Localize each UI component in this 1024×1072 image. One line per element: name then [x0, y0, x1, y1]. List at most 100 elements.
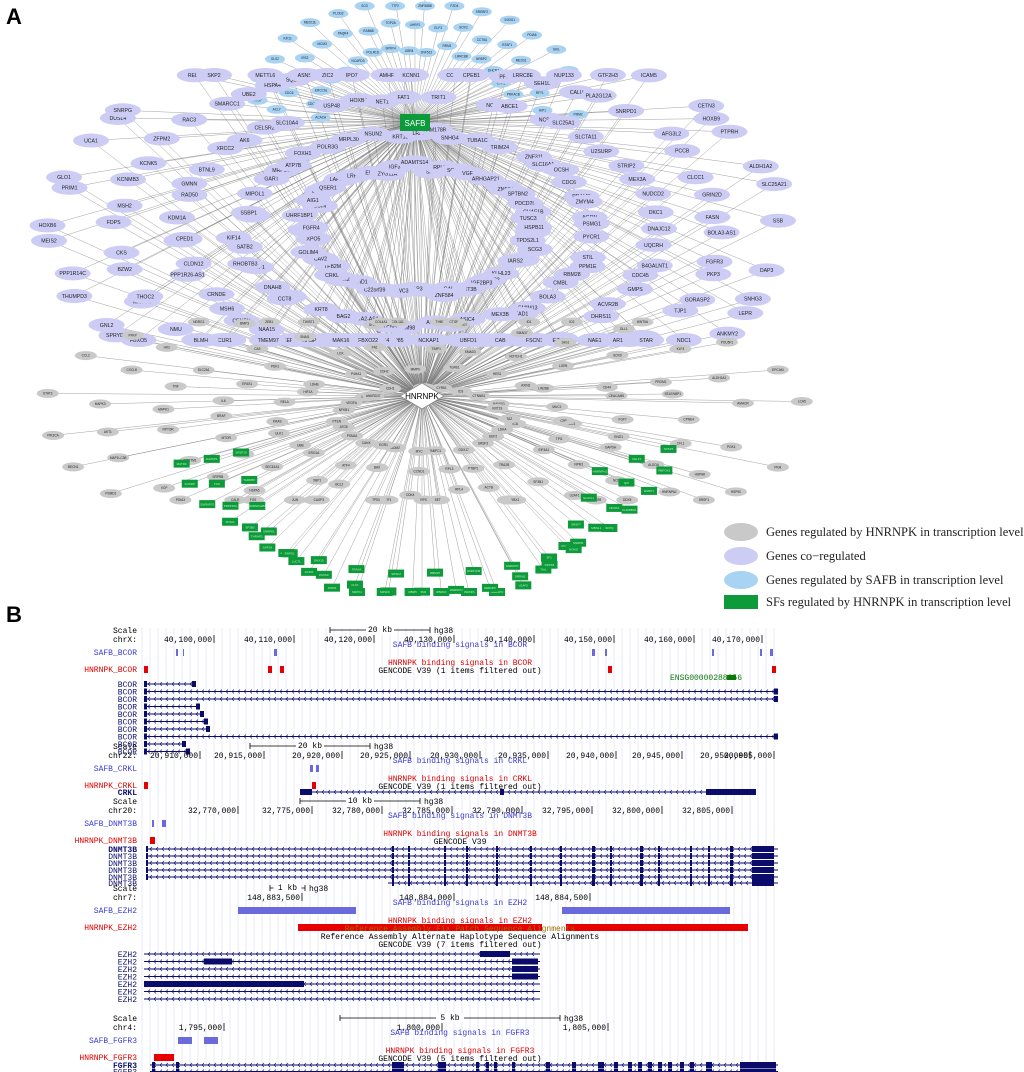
co-regulated-node[interactable]: ZFPM2	[143, 131, 180, 146]
sf-target-node[interactable]: SRSF10	[233, 448, 250, 457]
co-regulated-node[interactable]: STAR	[628, 333, 665, 347]
sf-target-node[interactable]: HNRNPF	[481, 583, 498, 592]
safb-target-node[interactable]: SPRY4	[380, 44, 401, 54]
gene-model-label[interactable]: DNMT3B	[108, 880, 137, 889]
hnrnpk-target-node[interactable]: SF3B1	[527, 477, 550, 487]
sf-target-node[interactable]: ACIN1	[301, 567, 318, 576]
hnrnpk-target-node[interactable]: RPL3	[438, 464, 461, 474]
co-regulated-node[interactable]: KCNMB3	[109, 172, 146, 187]
hnrnpk-target-node[interactable]: LDHA	[491, 425, 514, 435]
co-regulated-node[interactable]: ATP7B	[275, 158, 312, 173]
safb-track-label[interactable]: SAFB_BCOR	[94, 649, 137, 658]
safb-track-label[interactable]: SAFB_EZH2	[94, 907, 137, 916]
co-regulated-node[interactable]: SSBP1	[230, 205, 267, 220]
hnrnpk-target-node[interactable]: TP53	[364, 495, 387, 505]
co-regulated-node[interactable]: KRT8	[303, 302, 340, 317]
safb-track-label[interactable]: SAFB_FGFR3	[89, 1037, 137, 1046]
co-regulated-node[interactable]: HOXB9	[693, 111, 730, 126]
hnrnpk-target-node[interactable]: CD44	[595, 382, 618, 392]
co-regulated-node[interactable]: CDC45	[622, 268, 659, 283]
hnrnpk-target-node[interactable]: SELENBP1	[661, 389, 684, 399]
sf-target-node[interactable]: HNRNPH1	[591, 467, 608, 476]
hnrnpk-target-node[interactable]: LDHB	[303, 379, 326, 389]
sf-target-node[interactable]: DHX15	[310, 556, 327, 565]
co-regulated-node[interactable]: FDPS	[95, 215, 132, 230]
hnrnpk-target-node[interactable]: CPNE4	[677, 415, 700, 425]
hnrnpk-target-node[interactable]: VEGFA	[340, 398, 363, 408]
co-regulated-node[interactable]: DNAJC12	[641, 221, 678, 236]
hnrnpk-target-node[interactable]: HK2	[155, 342, 178, 352]
hnrnpk-target-node[interactable]: HSPA5	[243, 485, 266, 495]
safb-target-node[interactable]: FZD4	[444, 1, 465, 11]
hnrnpk-target-node[interactable]: KRT19	[486, 403, 509, 413]
hnrnpk-target-node[interactable]: CDK4	[399, 490, 422, 500]
hnrnpk-target-node[interactable]: TAZ	[498, 414, 521, 424]
co-regulated-node[interactable]: BOLA3-AS1	[703, 225, 740, 240]
co-regulated-node[interactable]: SNRPG	[104, 103, 141, 118]
hnrnpk-target-node[interactable]: PROM1	[649, 377, 672, 387]
co-regulated-node[interactable]: OCSH	[543, 162, 580, 177]
hnrnpk-target-node[interactable]: FGF7	[611, 415, 634, 425]
co-regulated-node[interactable]: RHOBTB3	[227, 256, 264, 271]
sf-target-node[interactable]: HNRNPD	[504, 561, 521, 570]
co-regulated-node[interactable]: NUP133	[545, 68, 582, 82]
hnrnpk-target-node[interactable]: YBX1	[504, 495, 527, 505]
sf-target-node[interactable]: RBFOX2	[656, 466, 673, 475]
hnrnpk-track-label[interactable]: HNRNPK_BCOR	[84, 666, 137, 675]
sf-target-node[interactable]: SF3A1	[222, 517, 239, 526]
co-regulated-node[interactable]: NSUN2	[355, 126, 392, 141]
sf-target-node[interactable]: CLK1	[346, 580, 363, 589]
sf-target-node[interactable]: SNRPA1	[260, 527, 277, 536]
co-regulated-node[interactable]: PKP3	[695, 267, 732, 282]
hnrnpk-target-node[interactable]: SMAD3	[459, 347, 482, 357]
co-regulated-node[interactable]: MSH6	[209, 301, 246, 316]
gene-model-label[interactable]: BCOR	[118, 681, 137, 690]
hnrnpk-track-label[interactable]: HNRNPK_DNMT3B	[75, 837, 138, 846]
hnrnpk-target-node[interactable]: ENO1	[607, 432, 630, 442]
hnrnpk-target-node[interactable]: ANKRD37	[362, 391, 385, 401]
hnrnpk-target-node[interactable]: SET	[426, 495, 449, 505]
hnrnpk-target-node[interactable]: AXIN2	[514, 381, 537, 391]
co-regulated-node[interactable]: METTL6	[247, 68, 284, 82]
co-regulated-node[interactable]: AFG3L2	[653, 126, 690, 141]
co-regulated-node[interactable]: DNAH8	[254, 280, 291, 295]
safb-target-node[interactable]: SKIL	[546, 44, 567, 54]
co-regulated-node[interactable]: KIF14	[215, 230, 252, 245]
gene-model-label[interactable]: EZH2	[118, 974, 137, 983]
hnrnpk-target-node[interactable]: CA9	[246, 344, 269, 354]
co-regulated-node[interactable]: RAD50	[171, 187, 208, 202]
hnrnpk-target-node[interactable]: NOTCH1	[504, 352, 527, 362]
co-regulated-node[interactable]: NAA15	[248, 322, 285, 337]
hnrnpk-target-node[interactable]: SNAI1	[293, 332, 316, 342]
co-regulated-node[interactable]: IARS2	[497, 253, 534, 268]
sf-target-node[interactable]: SNRNP70	[199, 500, 216, 509]
gene-model-label[interactable]: DNMT3B	[108, 867, 137, 876]
co-regulated-node[interactable]: USP48	[313, 98, 350, 113]
hnrnpk-target-node[interactable]: CANX	[355, 438, 378, 448]
sf-target-node[interactable]: NONO	[565, 545, 582, 554]
hnrnpk-target-node[interactable]: ID1	[518, 317, 541, 327]
hnrnpk-target-node[interactable]: FN1	[363, 342, 386, 352]
co-regulated-node[interactable]: ZMYM4	[566, 194, 603, 209]
gene-model-label[interactable]: DNMT3B	[108, 846, 137, 855]
sf-target-node[interactable]: ESRP1	[641, 486, 658, 495]
hnrnpk-target-node[interactable]: HNRNPA1	[658, 487, 681, 497]
sf-target-node[interactable]: QKI	[618, 478, 635, 487]
sf-target-node[interactable]: SRSF5	[660, 444, 677, 453]
hnrnpk-target-node[interactable]: ID2	[560, 317, 583, 327]
safb-hub-node[interactable]	[400, 114, 430, 131]
safb-target-node[interactable]: GLS2	[265, 54, 286, 64]
hnrnpk-target-node[interactable]: EIF4A1	[532, 445, 555, 455]
hnrnpk-target-node[interactable]: CASP3	[307, 495, 330, 505]
safb-target-node[interactable]: ZNF512	[416, 48, 437, 58]
co-regulated-node[interactable]: SMARCC1	[209, 96, 246, 111]
hnrnpk-target-node[interactable]: RPTOR	[157, 425, 180, 435]
hnrnpk-target-node[interactable]: UBB	[289, 440, 312, 450]
hnrnpk-target-node[interactable]: PTBP1	[462, 463, 485, 473]
sf-target-node[interactable]: SFPQ	[601, 524, 618, 533]
gene-model-label[interactable]: EZH2	[118, 966, 137, 975]
gene-model-label[interactable]: BCOR	[118, 726, 137, 735]
co-regulated-node[interactable]: CLDN12	[175, 256, 212, 271]
hnrnpk-target-node[interactable]: AKT1	[96, 427, 119, 437]
gene-model-label[interactable]: FGFR3	[113, 1062, 137, 1071]
